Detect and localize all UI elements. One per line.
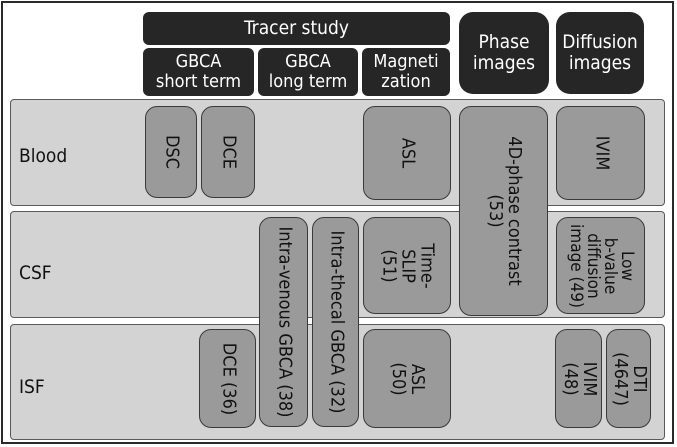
row-label-isf: ISF [19,376,45,398]
header-gbca-short-term: GBCA short term [143,48,254,96]
header-phase-images-label: Phase images [472,30,536,74]
header-magnetization: Magneti zation [362,48,450,96]
box-dsc-label: DSC [161,134,183,170]
box-asl-blood-label: ASL [397,137,419,169]
box-asl-isf-label: ASL (50) [388,361,428,396]
box-dti: DTI (4647) [606,329,651,428]
box-low-b-value-diffusion-label: Low b-value diffusion image (49) [565,223,637,308]
box-ivim-isf: IVIM (48) [555,329,602,428]
box-dsc: DSC [145,106,197,198]
row-label-blood: Blood [19,145,68,167]
box-dce-blood: DCE [201,106,255,198]
header-magnetization-label: Magneti zation [373,50,439,92]
header-tracer-study-label: Tracer study [244,16,349,39]
header-diffusion-images: Diffusion images [556,12,644,94]
box-asl-blood: ASL [363,106,451,200]
box-intrathecal-gbca-label: Intra-thecal GBCA (32) [325,230,347,414]
box-time-slip: Time- SLIP (51) [363,217,451,314]
header-diffusion-images-label: Diffusion images [562,30,638,74]
row-label-csf: CSF [19,262,52,284]
box-dce-blood-label: DCE [218,134,240,170]
row-blood [10,99,665,206]
box-dce-isf-label: DCE (36) [217,342,239,415]
header-phase-images: Phase images [459,12,549,94]
box-intravenous-gbca-label: Intra-venous GBCA (38) [273,226,295,418]
box-4d-phase-contrast: 4D-phase contrast (53) [459,106,548,316]
header-tracer-study: Tracer study [143,12,450,45]
box-ivim-isf-label: IVIM (48) [559,361,600,396]
box-intrathecal-gbca: Intra-thecal GBCA (32) [312,217,359,427]
header-gbca-long-term-label: GBCA long term [268,50,348,92]
box-dce-isf: DCE (36) [199,329,256,428]
box-4d-phase-contrast-label: 4D-phase contrast (53) [484,136,525,286]
box-ivim-blood-label: IVIM [590,135,612,171]
box-asl-isf: ASL (50) [363,329,451,428]
box-ivim-blood: IVIM [556,106,645,200]
box-time-slip-label: Time- SLIP (51) [378,242,438,289]
box-dti-label: DTI (4647) [609,351,650,406]
header-gbca-short-term-label: GBCA short term [155,50,242,92]
header-gbca-long-term: GBCA long term [258,48,358,96]
box-low-b-value-diffusion: Low b-value diffusion image (49) [556,217,645,314]
box-intravenous-gbca: Intra-venous GBCA (38) [259,217,308,427]
